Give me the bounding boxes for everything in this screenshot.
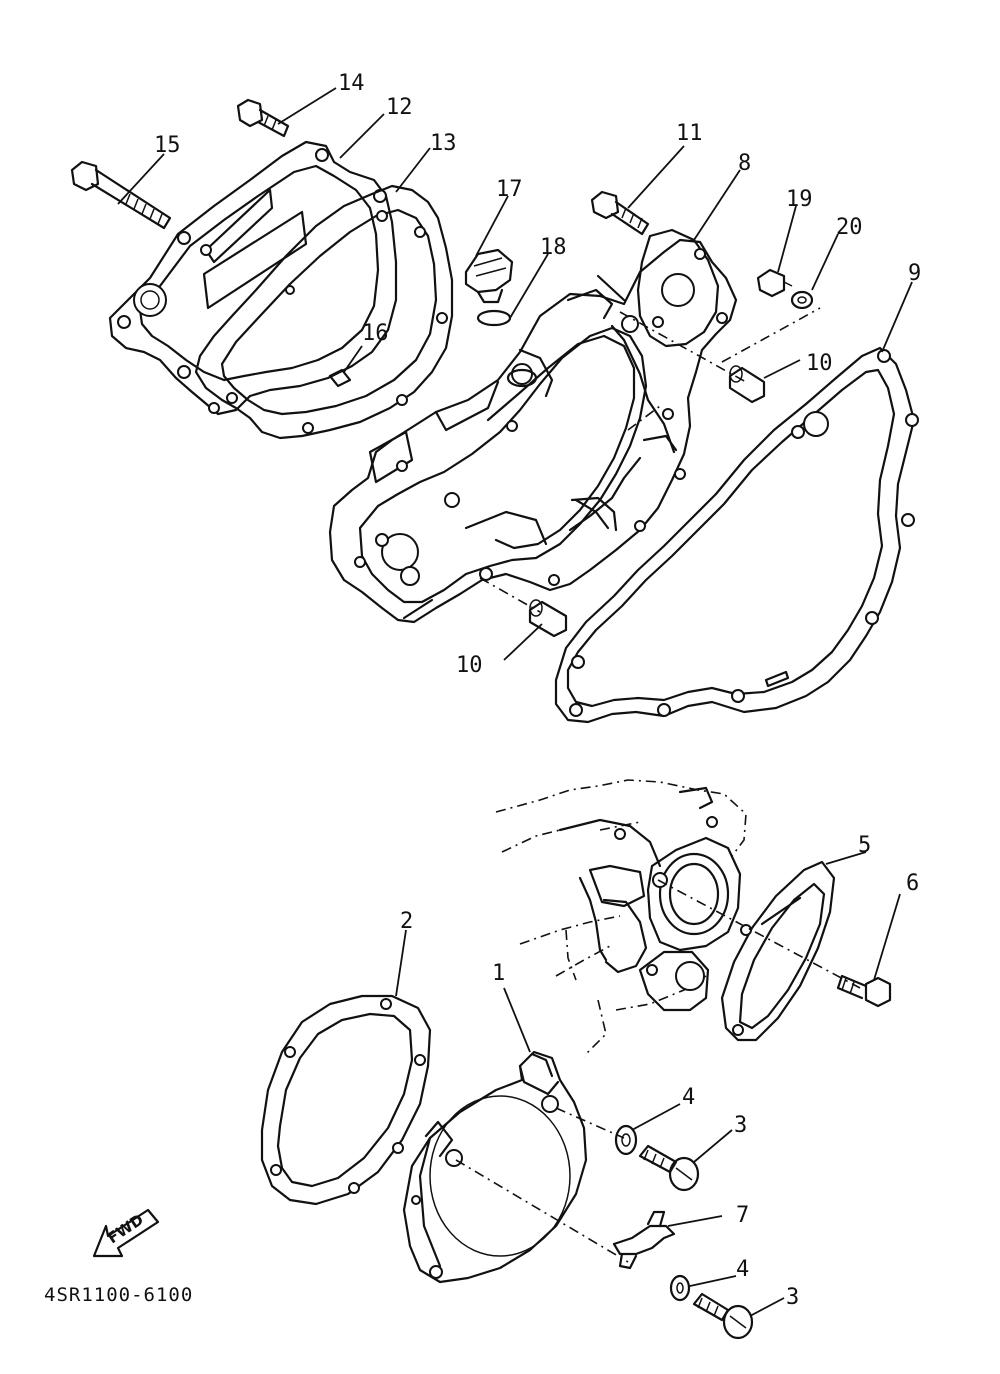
callout-3-lower: 3: [786, 1285, 799, 1310]
ignition-cover-1: [402, 1050, 588, 1284]
callout-17: 17: [496, 177, 523, 202]
callout-15: 15: [154, 133, 181, 158]
callout-14: 14: [338, 71, 365, 96]
callout-11: 11: [676, 121, 703, 146]
callout-16: 16: [362, 321, 389, 346]
forward-arrow-icon: FWD: [92, 1208, 160, 1258]
callout-9: 9: [908, 261, 921, 286]
alignment-line-top-4: [627, 405, 661, 431]
gasket-9: [554, 346, 919, 724]
alignment-line-bottom-1: [657, 879, 861, 989]
bolt-11: [590, 190, 650, 236]
callout-19: 19: [786, 187, 813, 212]
dowel-10-lower: [528, 599, 568, 638]
screw-3-lower: [692, 1292, 754, 1340]
dowel-pin-16: [328, 368, 352, 388]
callout-6: 6: [906, 871, 919, 896]
callout-7: 7: [736, 1203, 749, 1228]
leader-lines: [117, 87, 913, 1317]
callout-3-upper: 3: [734, 1113, 747, 1138]
crankcase-cover-8: [328, 228, 738, 624]
callout-10-upper: 10: [806, 351, 833, 376]
bolt-15: [70, 160, 172, 230]
callout-4-upper: 4: [682, 1085, 695, 1110]
gasket-13: [194, 184, 454, 440]
callout-2: 2: [400, 909, 413, 934]
callout-labels: 14 12 13 15 17 18 16 11 8 19 20 10 10 9 …: [154, 71, 921, 1310]
gasket-2: [260, 994, 432, 1206]
callout-1: 1: [492, 961, 505, 986]
washer-4-lower: [669, 1274, 691, 1302]
alignment-line-bottom-3: [455, 1159, 629, 1263]
water-pump-cover-5: [720, 860, 836, 1042]
part-code: 4SR1100-6100: [44, 1284, 193, 1306]
callout-18: 18: [540, 235, 567, 260]
clamp-7: [612, 1210, 676, 1270]
alignment-line-top-2: [721, 307, 821, 363]
washer-20: [790, 290, 814, 310]
clutch-cover-12: [108, 140, 398, 416]
callout-12: 12: [386, 95, 413, 120]
callout-8: 8: [738, 151, 751, 176]
engine-case-reference: [495, 779, 747, 1057]
callout-13: 13: [430, 131, 457, 156]
oil-plug-17: [464, 248, 514, 304]
callout-10-lower: 10: [456, 653, 483, 678]
callout-5: 5: [858, 833, 871, 858]
o-ring-18: [476, 309, 512, 327]
washer-4-upper: [614, 1124, 638, 1156]
callout-20: 20: [836, 215, 863, 240]
screw-3-upper: [638, 1144, 700, 1192]
forward-label: FWD: [104, 1210, 147, 1247]
bolt-14: [236, 98, 290, 138]
callout-4-lower: 4: [736, 1257, 749, 1282]
bolt-19: [756, 268, 793, 298]
alignment-line-top-1: [619, 311, 747, 383]
alignment-line-bottom-2: [555, 1107, 625, 1139]
dowel-10-upper: [728, 365, 766, 404]
